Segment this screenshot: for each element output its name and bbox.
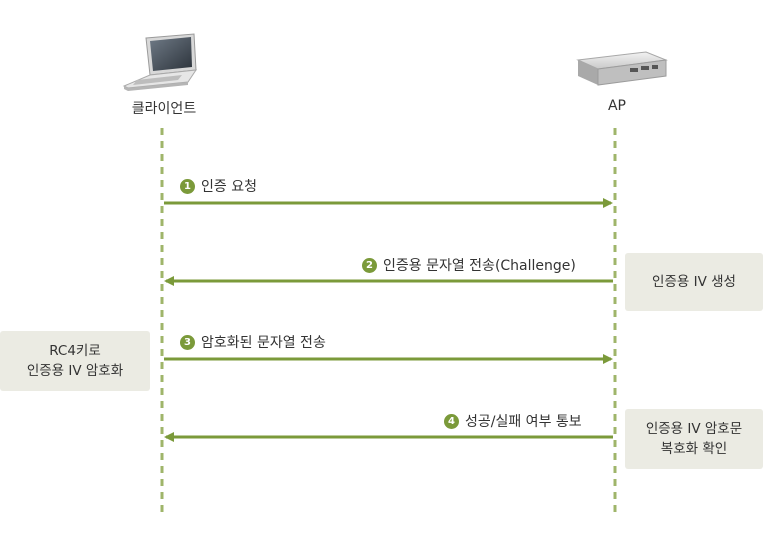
step-2-badge: 2 [362, 257, 377, 273]
step-3-label: 3 암호화된 문자열 전송 [180, 332, 326, 352]
note-client-encrypt-line1: RC4키로 [49, 343, 101, 359]
note-ap-verify-line1: 인증용 IV 암호문 [645, 421, 743, 437]
note-client-encrypt-iv: RC4키로 인증용 IV 암호화 [0, 331, 150, 391]
step-4-badge: 4 [444, 413, 459, 429]
ap-label: AP [607, 98, 627, 114]
access-point-icon [576, 51, 668, 86]
note-ap-verify-iv: 인증용 IV 암호문 복호화 확인 [625, 409, 763, 469]
step-3-text: 암호화된 문자열 전송 [201, 335, 326, 351]
step-4-label: 4 성공/실패 여부 통보 [444, 411, 582, 431]
step-4-text: 성공/실패 여부 통보 [465, 414, 582, 430]
step-1-label: 1 인증 요청 [180, 176, 257, 196]
step-2-label: 2 인증용 문자열 전송(Challenge) [362, 255, 576, 275]
laptop-icon [122, 33, 198, 91]
step-1-badge: 1 [180, 178, 195, 194]
note-client-encrypt-line2: 인증용 IV 암호화 [26, 363, 124, 379]
note-ap-verify-line2: 복호화 확인 [660, 441, 728, 457]
note-ap-generate-iv: 인증용 IV 생성 [625, 253, 763, 311]
note-ap-generate-line1: 인증용 IV 생성 [652, 274, 736, 290]
step-3-badge: 3 [180, 334, 195, 350]
step-1-text: 인증 요청 [201, 179, 257, 195]
client-label: 클라이언트 [131, 101, 197, 117]
step-2-text: 인증용 문자열 전송(Challenge) [383, 258, 576, 274]
